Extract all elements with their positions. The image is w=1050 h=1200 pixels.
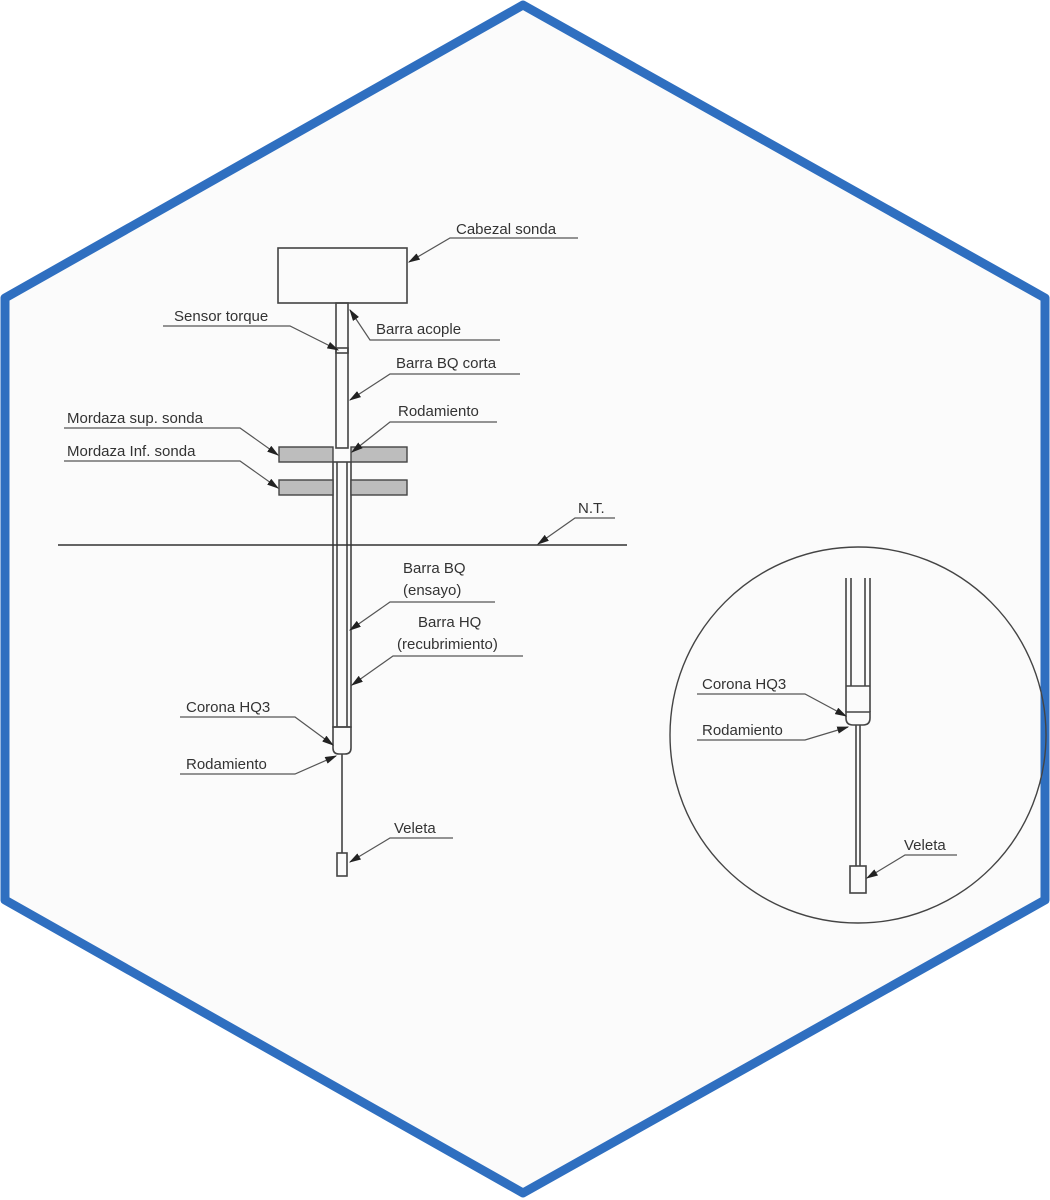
label-mordaza-inf: Mordaza Inf. sonda — [67, 443, 196, 460]
main-drawing: Cabezal sonda Sensor torque Barra acople… — [58, 221, 627, 877]
label-barra-acople: Barra acople — [376, 321, 461, 338]
detail-label-corona: Corona HQ3 — [702, 676, 786, 693]
label-cabezal-sonda: Cabezal sonda — [456, 221, 557, 238]
corona-hq3 — [332, 726, 352, 755]
label-sensor-torque: Sensor torque — [174, 308, 268, 325]
label-barra-bq-2: (ensayo) — [403, 582, 461, 599]
label-barra-hq-1: Barra HQ — [418, 614, 481, 631]
label-rodamiento-top: Rodamiento — [398, 403, 479, 420]
barra-acople — [335, 302, 349, 449]
detail-veleta — [849, 865, 867, 894]
label-corona-hq3: Corona HQ3 — [186, 699, 270, 716]
veleta — [336, 852, 348, 877]
mordaza-sup — [278, 446, 334, 463]
label-veleta: Veleta — [394, 820, 436, 837]
detail-label-rodamiento: Rodamiento — [702, 722, 783, 739]
detail-corona — [845, 711, 871, 726]
label-barra-hq-2: (recubrimiento) — [397, 636, 498, 653]
detail-view: Corona HQ3 Rodamiento Veleta — [669, 546, 1047, 924]
label-barra-bq-corta: Barra BQ corta — [396, 355, 497, 372]
label-nt: N.T. — [578, 500, 605, 517]
detail-circle — [669, 546, 1047, 924]
label-rodamiento-bottom: Rodamiento — [186, 756, 267, 773]
detail-label-veleta: Veleta — [904, 837, 946, 854]
label-barra-bq-1: Barra BQ — [403, 560, 466, 577]
label-mordaza-sup: Mordaza sup. sonda — [67, 410, 204, 427]
mordaza-inf — [278, 479, 334, 496]
